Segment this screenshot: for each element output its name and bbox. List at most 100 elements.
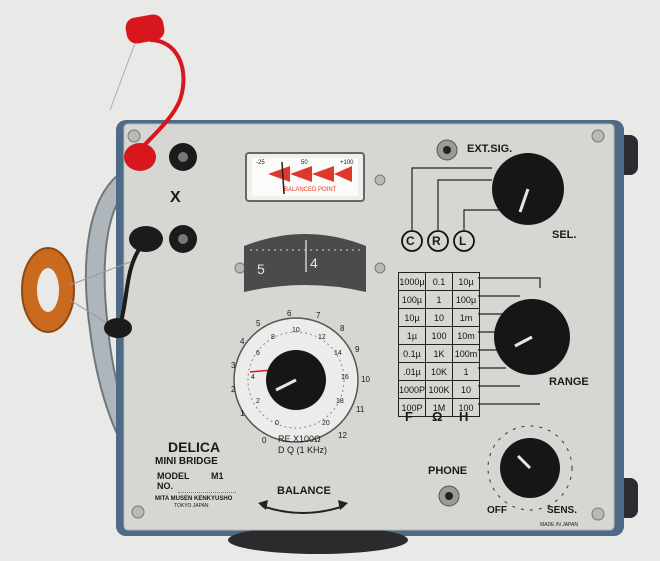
dial-inner-number: 4 <box>251 374 255 381</box>
range-cell: 100m <box>452 344 481 363</box>
dial-outer-number: 12 <box>338 431 347 440</box>
range-cell: 1M <box>425 398 454 417</box>
range-cell: 10K <box>425 362 454 381</box>
terminal-label: X <box>170 189 181 206</box>
screw <box>374 174 386 186</box>
range-cell: 1 <box>425 290 454 309</box>
black-probe-end[interactable] <box>104 318 132 338</box>
sel-label: SEL. <box>552 229 577 241</box>
dial-outer-number: 9 <box>355 345 360 354</box>
sens-scale <box>487 425 573 511</box>
screw <box>591 129 605 143</box>
range-cell: 100µ <box>452 290 481 309</box>
screw <box>234 262 246 274</box>
balance-arrow <box>261 505 345 514</box>
screw <box>131 505 145 519</box>
manufacturer-name: MITA MUSEN KENKYUSHO <box>155 496 233 502</box>
meter-red-marks <box>268 166 290 182</box>
meter-legend: BALANCED POINT <box>284 187 337 193</box>
range-cell: 100K <box>425 380 454 399</box>
screw <box>374 262 386 274</box>
manufacturer-city: TOKYO JAPAN <box>174 503 209 509</box>
selector-letter-circle <box>453 230 475 252</box>
dial-inner-number: 2 <box>256 398 260 405</box>
dial-outer-number: 1 <box>240 409 245 418</box>
range-cell: 1m <box>452 308 481 327</box>
dial-inner-number: 0 <box>275 420 279 427</box>
dial-inner-number: 16 <box>341 374 349 381</box>
dial-inner-number: 8 <box>271 334 275 341</box>
range-cell: 0.1µ <box>397 344 427 363</box>
range-cell: 1µ <box>397 326 427 345</box>
range-cell: 100P <box>397 398 427 417</box>
range-cell: 10µ <box>397 308 427 327</box>
product-name: MINI BRIDGE <box>155 456 218 467</box>
dial-outer-number: 11 <box>356 405 365 414</box>
black-probe-clip[interactable] <box>129 226 163 252</box>
black-test-lead <box>118 246 142 326</box>
re-label: RE X100Ω <box>278 434 321 444</box>
dial-outer-number: 6 <box>287 309 292 318</box>
meter-scale-right: +100 <box>340 160 354 166</box>
dial-inner-number: 12 <box>318 334 326 341</box>
dial-inner-number: 18 <box>336 398 344 405</box>
column-label-h: H <box>459 409 469 424</box>
model-value: M1 <box>211 471 224 481</box>
meter-needle <box>281 161 285 195</box>
selector-letter-c: C <box>406 234 415 248</box>
range-cell: 10m <box>452 326 481 345</box>
red-probe-tip[interactable] <box>124 13 166 45</box>
dial-outer-number: 4 <box>240 337 245 346</box>
selector-letter-circle <box>427 230 449 252</box>
screw <box>127 129 141 143</box>
column-label-f: F <box>405 409 413 424</box>
dial-outer-number: 0 <box>262 436 267 445</box>
off-label: OFF <box>487 505 507 516</box>
range-label: RANGE <box>549 376 589 388</box>
dial-inner-number: 20 <box>322 420 330 427</box>
serial-label: NO. <box>157 481 174 491</box>
balance-label: BALANCE <box>277 485 331 497</box>
dial-outer-number: 2 <box>231 385 236 394</box>
screw <box>591 507 605 521</box>
range-cell: 10µ <box>452 272 481 291</box>
dial-window-number-right: 4 <box>310 255 318 271</box>
sens-label: SENS. <box>547 505 578 516</box>
column-label-ohm: Ω <box>432 409 443 424</box>
serial-number-illegible <box>178 484 236 493</box>
dq-label: D Q (1 KHz) <box>278 445 328 455</box>
selector-letter-l: L <box>459 234 467 248</box>
range-cell: 100 <box>425 326 454 345</box>
dial-inner-number: 10 <box>292 327 300 334</box>
range-cell: 1000µ <box>397 272 427 291</box>
dial-window-number-left: 5 <box>257 261 265 277</box>
red-test-lead <box>138 38 186 152</box>
selector-wiring <box>411 167 500 230</box>
made-in-label: MADE IN JAPAN <box>540 522 578 528</box>
range-cell: 1 <box>452 362 481 381</box>
dial-inner-number: 6 <box>256 350 260 357</box>
case-base <box>228 526 408 554</box>
meter-scale-left: -25 <box>256 160 265 166</box>
range-cell: 10 <box>425 308 454 327</box>
range-cell: 1000P <box>397 380 427 399</box>
dial-inner-number: 14 <box>334 350 342 357</box>
range-cell: 100 <box>452 398 481 417</box>
dial-outer-number: 3 <box>231 361 236 370</box>
model-label: MODEL <box>157 471 190 481</box>
brand-name: DELICA <box>168 439 221 455</box>
dial-window <box>244 234 366 292</box>
selector-letter-circle <box>401 230 423 252</box>
range-cell: 1K <box>425 344 454 363</box>
dial-outer-number: 8 <box>340 324 345 333</box>
ext-sig-label: EXT.SIG. <box>467 143 513 155</box>
red-probe-clip[interactable] <box>124 143 156 171</box>
